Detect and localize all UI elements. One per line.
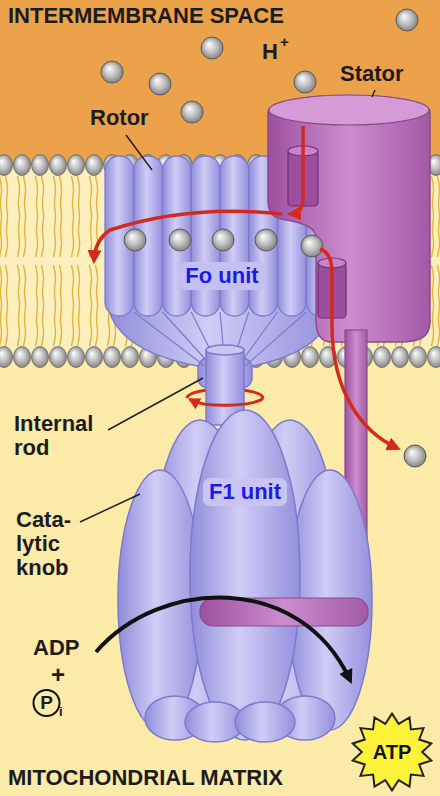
lipid-head bbox=[428, 347, 440, 368]
lipid-head bbox=[32, 347, 49, 368]
ion-symbol: H bbox=[262, 40, 278, 64]
rotation-arrow bbox=[191, 398, 263, 405]
lipid-head bbox=[86, 155, 103, 176]
part-label: Internal rod bbox=[14, 412, 93, 460]
lipid-tail bbox=[35, 265, 37, 346]
lipid-tail bbox=[23, 265, 25, 346]
lipid-head bbox=[104, 347, 121, 368]
phosphate-circle bbox=[34, 690, 60, 716]
lipid-tail bbox=[41, 265, 43, 346]
reaction-arrow bbox=[96, 597, 350, 680]
node-text: ATP bbox=[373, 741, 412, 763]
lipid-head bbox=[14, 347, 31, 368]
lipid-tail bbox=[95, 265, 97, 346]
lipid-tail bbox=[77, 176, 79, 257]
ion-charge: + bbox=[280, 34, 289, 51]
lipid-tail bbox=[5, 176, 7, 257]
lipid-tail bbox=[431, 176, 433, 257]
lipid-tail bbox=[71, 176, 73, 257]
lipid-head bbox=[14, 155, 31, 176]
region-label: INTERMEMBRANE SPACE bbox=[8, 4, 284, 28]
lipid-tail bbox=[23, 176, 25, 257]
plus-sign: + bbox=[51, 662, 65, 688]
lipid-tail bbox=[89, 265, 91, 346]
lipid-tail bbox=[77, 265, 79, 346]
lipid-tail bbox=[17, 176, 19, 257]
lipid-head bbox=[50, 155, 67, 176]
lipid-tail bbox=[53, 265, 55, 346]
lipid-tail bbox=[41, 176, 43, 257]
node-text: Fo unit bbox=[185, 264, 258, 288]
phosphate-subscript: i bbox=[59, 705, 63, 719]
lipid-head bbox=[32, 155, 49, 176]
lipid-tail bbox=[5, 265, 7, 346]
lipid-tail bbox=[71, 265, 73, 346]
atp-starburst: ATP bbox=[350, 712, 434, 792]
starburst-outline bbox=[350, 712, 434, 792]
lipid-head bbox=[0, 347, 13, 368]
lipid-tail bbox=[59, 176, 61, 257]
lipid-head bbox=[50, 347, 67, 368]
lipid-tail bbox=[35, 176, 37, 257]
rotor-lobe bbox=[163, 156, 192, 316]
node-text: F1 unit bbox=[209, 480, 281, 504]
lipid-tail bbox=[431, 265, 433, 346]
lipid-head bbox=[122, 347, 139, 368]
catalytic-unit-label-box: F1 unit bbox=[203, 478, 287, 506]
lipid-head bbox=[302, 347, 319, 368]
leader-lines bbox=[80, 90, 375, 522]
lipid-head bbox=[392, 347, 409, 368]
lipid-tail bbox=[0, 176, 2, 257]
proton-balls bbox=[101, 9, 426, 467]
rotor-unit-label-box: Fo unit bbox=[179, 262, 264, 290]
part-label: Cata- lytic knob bbox=[16, 508, 71, 581]
lipid-tail bbox=[437, 176, 439, 257]
rotor-ridge bbox=[245, 312, 306, 366]
lipid-head bbox=[68, 155, 85, 176]
part-label: Stator bbox=[340, 62, 404, 86]
part-label: Rotor bbox=[90, 106, 149, 130]
lipid-tail bbox=[89, 176, 91, 257]
lipid-head bbox=[374, 347, 391, 368]
lipid-head bbox=[86, 347, 103, 368]
lipid-head bbox=[68, 347, 85, 368]
f1-catalytic-knob bbox=[118, 410, 372, 742]
starburst-shape bbox=[353, 714, 432, 791]
region-label: MITOCHONDRIAL MATRIX bbox=[8, 766, 283, 790]
phosphate-symbol: P bbox=[40, 693, 53, 714]
molecule-label: ADP bbox=[33, 636, 79, 660]
lipid-tail bbox=[53, 176, 55, 257]
lipid-tail bbox=[0, 265, 2, 346]
lipid-head bbox=[410, 347, 427, 368]
lipid-head bbox=[0, 155, 13, 176]
lipid-tail bbox=[437, 265, 439, 346]
proton-path-arrows bbox=[94, 126, 397, 448]
lipid-tail bbox=[17, 265, 19, 346]
lipid-tail bbox=[59, 265, 61, 346]
